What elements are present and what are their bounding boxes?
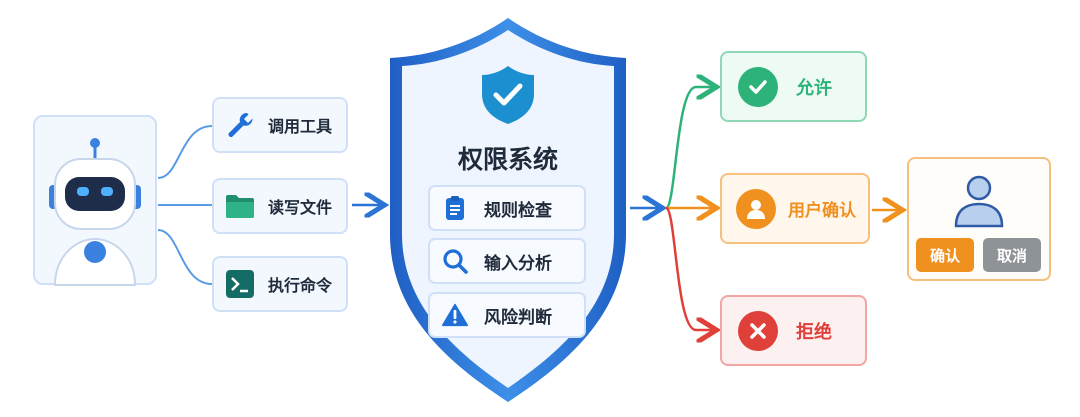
agent-robot-card [33,115,157,286]
outcome-deny: 拒绝 [720,295,867,366]
clipboard-icon [442,195,468,221]
outcome-label: 允许 [796,77,832,99]
tool-label: 读写文件 [268,198,333,217]
tool-label: 执行命令 [268,276,333,295]
cancel-button[interactable]: 取消 [983,238,1041,272]
check-rule: 规则检查 [428,185,586,231]
outcome-user-confirm: 用户确认 [720,173,870,244]
outcome-allow: 允许 [720,51,867,122]
close-circle-icon [738,310,778,351]
user-circle-icon [736,188,776,229]
folder-icon [224,190,256,222]
tool-label: 调用工具 [268,117,333,136]
check-risk: 风险判断 [428,292,586,338]
user-icon [954,175,1004,228]
tool-read-write-file[interactable]: 读写文件 [212,178,348,234]
branch-deny [664,206,714,330]
warning-icon [442,302,468,328]
tool-call-tool[interactable]: 调用工具 [212,97,348,153]
check-label: 规则检查 [484,200,552,221]
wrench-icon [224,109,256,141]
outcome-label: 用户确认 [788,201,856,221]
tool-execute-command[interactable]: 执行命令 [212,256,348,312]
terminal-icon [224,268,256,300]
check-input-analysis: 输入分析 [428,238,586,284]
connector-robot-tool-1 [157,125,213,179]
check-circle-icon [738,66,778,107]
branch-allow [664,87,714,210]
confirm-button[interactable]: 确认 [916,238,974,272]
check-label: 输入分析 [484,253,552,274]
shield-check-icon [482,66,534,124]
connector-robot-tool-3 [157,229,213,285]
check-label: 风险判断 [484,307,552,328]
outcome-label: 拒绝 [796,321,832,343]
robot-icon [49,138,141,286]
search-icon [442,248,468,274]
system-title: 权限系统 [457,145,558,174]
